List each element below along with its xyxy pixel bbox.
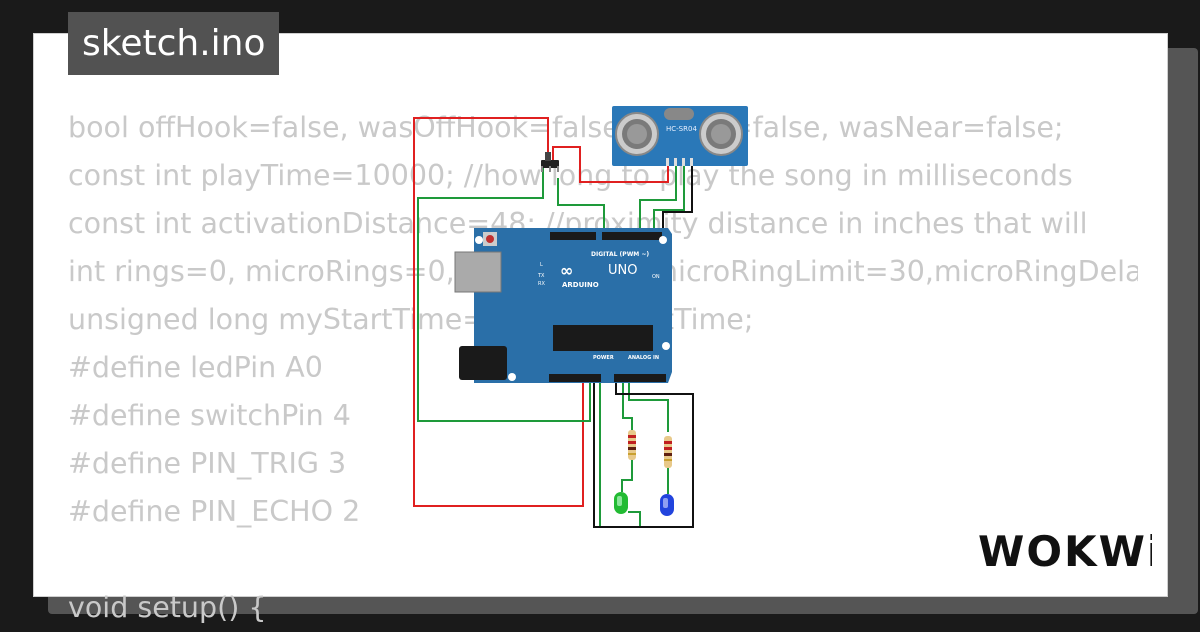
wire-green-switch-pin4 <box>557 178 605 232</box>
wire-green-switch-gnd <box>417 165 591 422</box>
led-l-label: L <box>540 262 543 268</box>
power-label: POWER <box>593 355 614 361</box>
wire-black-sensor-gnd <box>662 165 693 232</box>
wire-black-gnd <box>593 380 694 528</box>
black-wires <box>593 165 694 528</box>
wire-red-switch-5v <box>413 117 584 507</box>
on-label: ON <box>652 274 660 280</box>
wire-green-echo <box>653 165 685 232</box>
code-line: const int playTime=10000; //how long to … <box>68 159 1073 192</box>
wire-green-r1-led <box>621 460 633 492</box>
led-blue[interactable] <box>660 494 674 516</box>
red-wires <box>413 117 669 507</box>
code-line: #define ledPin A0 <box>68 351 323 384</box>
wire-green-a0-r1 <box>622 380 633 430</box>
file-tab[interactable]: sketch.ino <box>68 12 280 75</box>
board-model: UNO <box>608 263 637 278</box>
code-line: #define PIN_TRIG 3 <box>68 447 347 480</box>
code-editor: bool offHook=false, wasOffHook=false, is… <box>68 104 1138 632</box>
wire-green-a1-r2 <box>628 380 669 432</box>
code-line: void setup() { <box>68 591 267 624</box>
ultrasonic-sensor[interactable]: HC-SR04 <box>612 106 748 166</box>
board-brand: ARDUINO <box>562 281 599 289</box>
resistor-2[interactable] <box>664 436 672 468</box>
wire-red-sensor-vcc <box>552 146 669 183</box>
arduino-uno-board[interactable]: DIGITAL (PWM ~) ∞ UNO ARDUINO L TX RX ON… <box>454 228 672 383</box>
led-green[interactable] <box>614 492 628 514</box>
tx-label: TX <box>537 273 545 279</box>
sensor-label: HC-SR04 <box>666 125 697 133</box>
code-line: #define PIN_ECHO 2 <box>68 495 361 528</box>
wokwi-logo-text: WOKWi <box>978 527 1152 576</box>
analog-label: ANALOG IN <box>628 355 659 361</box>
digital-header-label: DIGITAL (PWM ~) <box>591 251 649 258</box>
code-line: #define switchPin 4 <box>68 399 351 432</box>
rx-label: RX <box>538 281 545 287</box>
board-infinity-logo: ∞ <box>560 261 573 280</box>
slide-switch[interactable] <box>541 152 559 172</box>
wire-green-trig <box>639 165 677 232</box>
wokwi-logo: WOKWi <box>978 527 1152 576</box>
resistor-1[interactable] <box>628 430 636 460</box>
